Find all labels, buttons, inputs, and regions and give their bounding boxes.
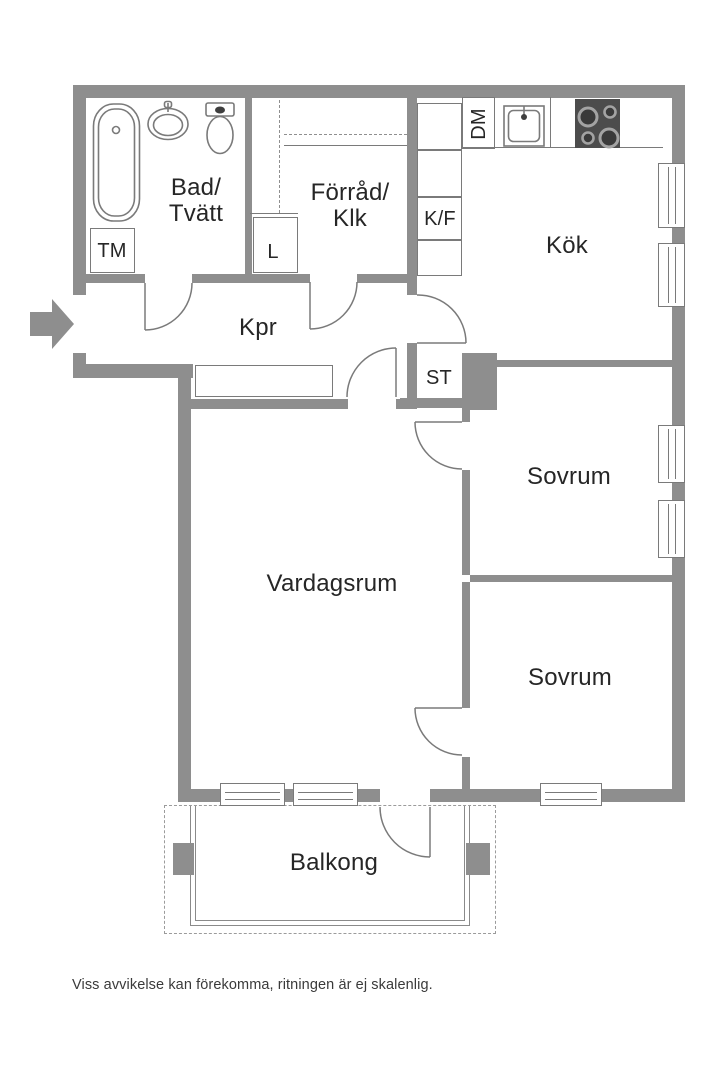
room-label-sovrum-upper: Sovrum [527,463,611,490]
fixture-label-st: ST [426,367,452,389]
wall [73,85,86,295]
kitchen-sink-icon [503,105,545,147]
counter-divider [550,97,551,147]
window-pane [668,247,676,303]
wall [245,97,252,282]
window-pane [225,792,280,800]
linen-closet-box [253,217,298,273]
room-label-line: Förråd/ [310,179,390,206]
wall [495,360,672,367]
fixture-label-dm: DM [468,108,490,140]
hallway-wardrobe [195,365,333,397]
shelf-rail-line [284,145,407,146]
room-label-forrad-klk: Förråd/ Klk [311,180,390,232]
fixture-label-kf: K/F [424,208,456,230]
room-label-kpr: Kpr [239,314,277,341]
balcony-pillar-right [466,843,490,875]
room-label-line: Klk [333,205,367,232]
kitchen-cabinet [417,150,462,197]
wall [86,274,145,283]
kitchen-cabinet [417,103,462,150]
room-label-vardagsrum: Vardagsrum [266,570,398,597]
window-pane [668,504,676,554]
counter-edge [462,147,663,148]
wall [462,470,470,575]
bathtub-icon [92,103,141,222]
dishwasher-box [462,97,495,149]
door-arc-bedroom-upper [414,421,463,470]
wall [462,408,470,422]
window-symbol [293,783,358,806]
wall [245,274,310,283]
wall [357,274,410,283]
window-symbol [540,783,602,806]
door-arc-storage [309,281,358,330]
window-symbol [658,425,685,483]
wall [396,399,417,409]
window-pane [545,792,597,800]
wall [73,85,685,98]
wall [407,343,417,408]
wall [462,757,470,789]
washbasin-icon [147,100,189,141]
room-label-balkong: Balkong [289,849,379,876]
stove-icon [575,99,620,149]
toilet-icon [205,102,235,155]
wall [407,97,417,295]
washing-machine-box [90,228,135,273]
door-arc-kitchen [416,294,467,344]
fridge-freezer-box [417,197,462,240]
fixture-label-tm: TM [97,240,127,262]
door-arc-bathroom [144,282,193,331]
disclaimer-text: Viss avvikelse kan förekomma, ritningen … [72,977,433,993]
wall [192,274,245,283]
wall [178,364,191,802]
wall [73,364,193,378]
linen-closet-top-line [250,213,298,214]
window-pane [668,167,676,224]
kitchen-cabinet [417,240,462,276]
window-symbol [658,243,685,307]
window-symbol [220,783,285,806]
window-symbol [658,500,685,558]
shelf-dashed-line [279,100,280,213]
room-label-sovrum-lower: Sovrum [528,664,612,691]
wall [191,399,348,409]
entrance-arrow-icon [30,299,74,349]
door-arc-bedroom-lower [414,707,463,756]
wall [470,575,672,582]
balcony-railing-inner [195,806,465,921]
fixture-label-l: L [267,241,279,263]
door-arc-livingroom [346,347,397,398]
room-label-bad-tvatt: Bad/ Tvätt [169,175,223,227]
wall [400,398,497,408]
room-label-kok: Kök [546,232,588,259]
balcony-pillar-left [173,843,194,875]
wall [462,582,470,708]
room-label-line: Tvätt [168,200,224,227]
room-label-line: Bad/ [170,174,222,201]
window-pane [668,429,676,479]
shelf-dashed-line [284,134,407,135]
window-pane [298,792,353,800]
window-symbol [658,163,685,228]
